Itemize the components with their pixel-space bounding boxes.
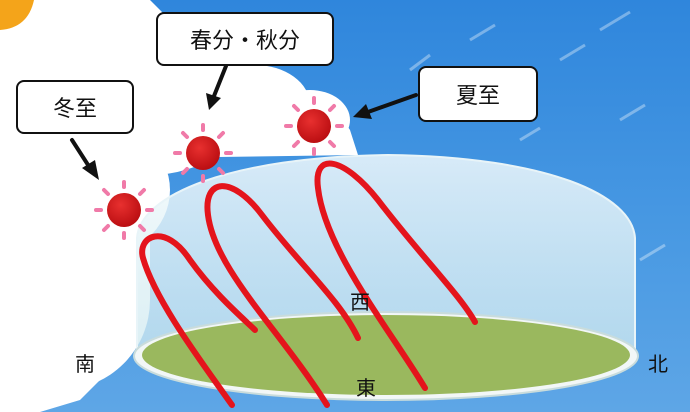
direction-south: 南 (75, 352, 95, 376)
sun-corner (0, 0, 34, 30)
label-summer-solstice: 夏至 (418, 66, 538, 122)
sun-equinox (173, 123, 233, 183)
sun-path-winter (139, 233, 258, 408)
sun-winter (94, 180, 154, 240)
arrowhead-summer (353, 104, 372, 119)
sun-path-summer (314, 160, 478, 391)
ground-disc (142, 315, 630, 395)
sun-summer (284, 96, 344, 156)
sky-dome (136, 153, 636, 359)
label-winter-solstice: 冬至 (16, 80, 134, 134)
sun-path-equinox (204, 183, 361, 408)
direction-north: 北 (648, 352, 668, 376)
arrow-winter (70, 138, 92, 170)
arrow-summer (366, 93, 418, 114)
direction-east: 東 (356, 376, 376, 400)
label-summer-solstice-text: 夏至 (455, 84, 500, 109)
label-equinox: 春分・秋分 (156, 12, 334, 66)
label-winter-solstice-text: 冬至 (52, 97, 97, 122)
arrow-equinox (212, 64, 228, 98)
direction-west: 西 (350, 290, 370, 314)
arrowhead-winter (82, 160, 99, 180)
label-equinox-text: 春分・秋分 (189, 29, 300, 54)
arrowhead-equinox (206, 93, 221, 110)
